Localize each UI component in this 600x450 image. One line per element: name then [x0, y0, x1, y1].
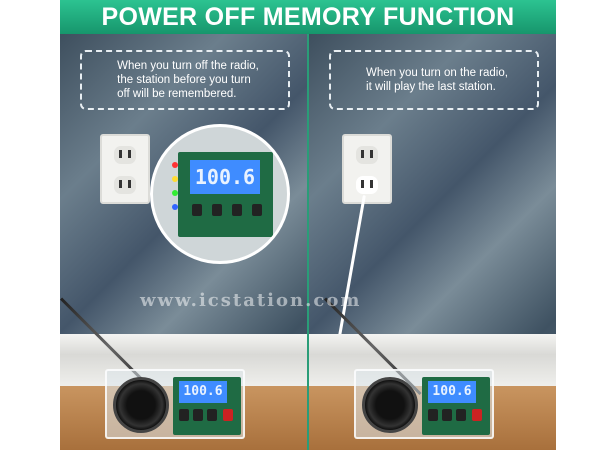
panel-power-on: When you turn on the radio, it will play…: [309, 34, 556, 450]
speaker: [113, 377, 169, 433]
lcd-display: 100.6: [179, 381, 227, 403]
note-line: off will be remembered.: [117, 88, 237, 100]
note-line: the station before you turn: [117, 74, 251, 86]
zoomed-board-inset: 100.6: [150, 124, 290, 264]
power-cable: [335, 194, 366, 354]
divider: [307, 34, 309, 450]
page-title: POWER OFF MEMORY FUNCTION: [60, 0, 556, 34]
lcd-display: 100.6: [428, 381, 476, 403]
note-power-on: When you turn on the radio, it will play…: [329, 50, 539, 110]
radio: 100.6: [105, 369, 245, 439]
lcd-display: 100.6: [190, 160, 260, 194]
wall-outlet: [342, 134, 392, 204]
watermark: www.icstation.com: [140, 290, 362, 311]
panel-power-off: When you turn off the radio, the station…: [60, 34, 307, 450]
note-line: When you turn on the radio,: [366, 67, 508, 79]
note-line: it will play the last station.: [366, 81, 496, 93]
product-image: POWER OFF MEMORY FUNCTION When you turn …: [60, 0, 556, 450]
note-power-off: When you turn off the radio, the station…: [80, 50, 290, 110]
wall-outlet: [100, 134, 150, 204]
note-line: When you turn off the radio,: [117, 60, 259, 72]
speaker: [362, 377, 418, 433]
radio: 100.6: [354, 369, 494, 439]
